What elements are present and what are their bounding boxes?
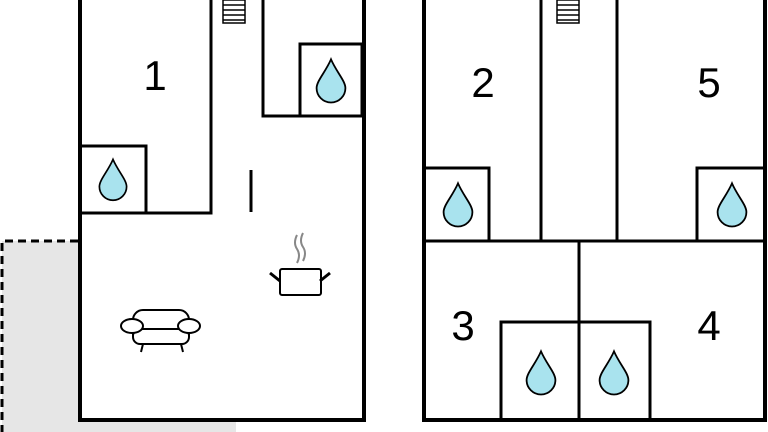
terrace: [0, 239, 236, 432]
kitchen-pot-icon: [269, 232, 331, 296]
left-unit: 1: [78, 0, 366, 422]
room-label: 1: [143, 52, 166, 99]
stairs-icon: [222, 0, 246, 24]
bathroom-drop-icon: [716, 182, 748, 228]
right-unit: 2 3 4 5: [422, 0, 767, 422]
sofa-icon: [120, 309, 201, 353]
bathroom-drop-icon: [442, 182, 474, 228]
bathroom-drop-icon: [598, 350, 630, 396]
bathroom-drop-icon: [315, 58, 347, 104]
room-label: 2: [471, 59, 494, 106]
room-label: 5: [697, 59, 720, 106]
stairs-icon: [556, 0, 580, 24]
bathroom-drop-icon: [525, 350, 557, 396]
room-label: 4: [697, 302, 720, 349]
bathroom-drop-icon: [98, 158, 128, 202]
room-label: 3: [451, 302, 474, 349]
